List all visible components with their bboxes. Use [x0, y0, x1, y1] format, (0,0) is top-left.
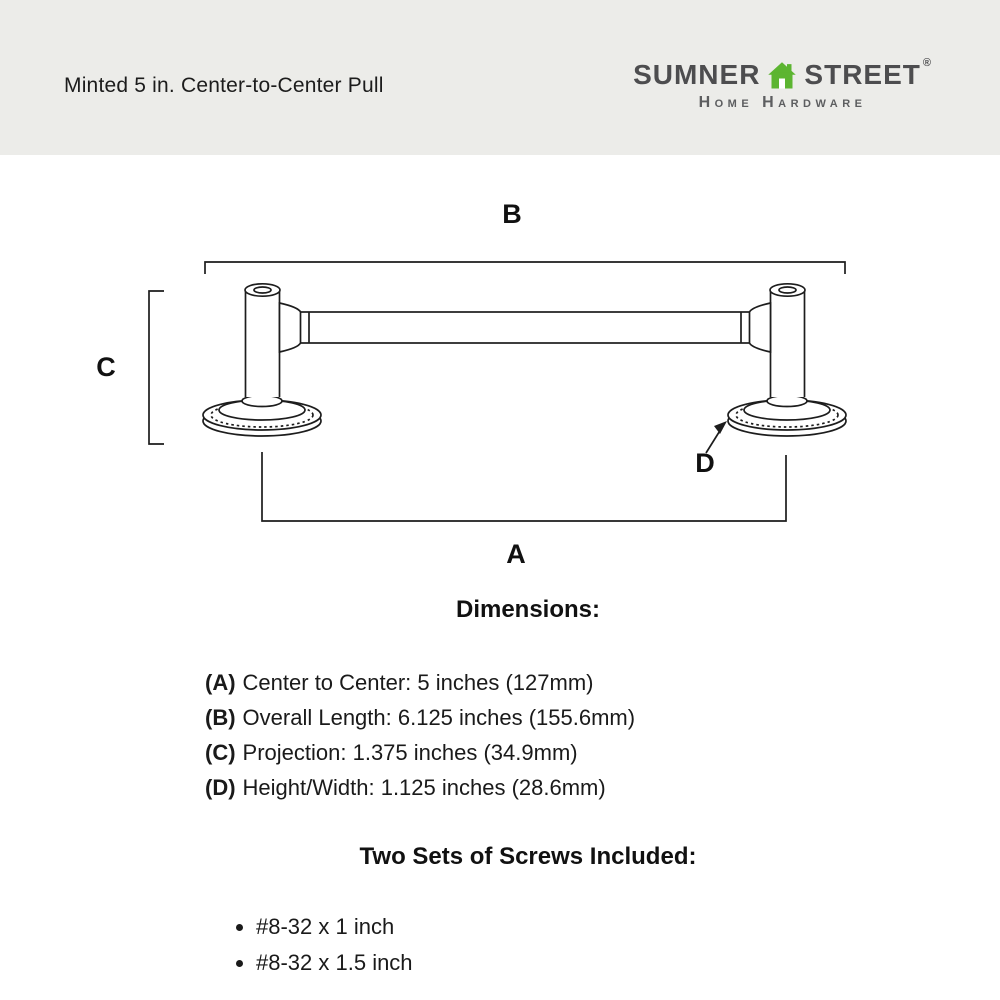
dimension-text-a: Center to Center: 5 inches (127mm): [242, 670, 594, 695]
header-bar: Minted 5 in. Center-to-Center Pull SUMNE…: [0, 0, 1000, 155]
brand-word-street: STREET: [804, 58, 921, 90]
screws-heading: Two Sets of Screws Included:: [359, 843, 697, 870]
dim-line-b: [204, 261, 846, 274]
dimension-key-b: (B): [205, 705, 236, 730]
dimension-key-a: (A): [205, 670, 236, 695]
brand-wordmark: SUMNER STREET ®: [633, 56, 932, 91]
brand-tagline: Home Hardware: [698, 93, 867, 111]
brand-word-sumner: SUMNER: [633, 58, 761, 90]
dimension-diagram: B C A D: [0, 160, 1000, 590]
pull-drawing: B C A D: [96, 199, 847, 569]
dim-arrow-d: [714, 421, 727, 434]
dimension-text-d: Height/Width: 1.125 inches (28.6mm): [242, 775, 606, 800]
right-base: [727, 394, 847, 437]
label-c: C: [96, 352, 116, 382]
label-b: B: [502, 199, 522, 229]
brand-logo: SUMNER STREET ® Home Hardware: [633, 56, 932, 112]
dimension-item-c: (C)Projection: 1.375 inches (34.9mm): [205, 735, 635, 770]
dim-line-c: [148, 290, 164, 445]
label-d: D: [695, 448, 715, 478]
dim-leader-d: [705, 428, 722, 454]
left-post: [244, 290, 281, 397]
right-post: [769, 290, 806, 397]
dim-line-a: [261, 452, 787, 522]
dimension-item-b: (B)Overall Length: 6.125 inches (155.6mm…: [205, 700, 635, 735]
screw-item-1: #8-32 x 1 inch: [256, 909, 413, 945]
screw-item-2: #8-32 x 1.5 inch: [256, 945, 413, 981]
house-icon: [767, 61, 797, 91]
left-post-top: [244, 282, 281, 298]
dimensions-heading: Dimensions:: [455, 596, 601, 623]
center-bar: [299, 311, 751, 344]
left-collar: [278, 301, 302, 354]
screws-list: #8-32 x 1 inch #8-32 x 1.5 inch: [212, 909, 413, 981]
dimension-key-d: (D): [205, 775, 236, 800]
dimension-item-d: (D)Height/Width: 1.125 inches (28.6mm): [205, 770, 635, 805]
pull-handle: [202, 282, 847, 437]
registered-mark: ®: [922, 56, 932, 69]
right-collar: [748, 301, 772, 354]
dimensions-list: (A)Center to Center: 5 inches (127mm) (B…: [205, 665, 635, 805]
label-a: A: [506, 539, 526, 569]
dimension-lines: [148, 261, 846, 522]
right-post-top: [769, 282, 806, 298]
dimension-text-c: Projection: 1.375 inches (34.9mm): [242, 740, 578, 765]
left-base: [202, 394, 322, 437]
dimension-text-b: Overall Length: 6.125 inches (155.6mm): [242, 705, 636, 730]
product-title: Minted 5 in. Center-to-Center Pull: [64, 73, 384, 97]
dimension-item-a: (A)Center to Center: 5 inches (127mm): [205, 665, 635, 700]
dimension-key-c: (C): [205, 740, 236, 765]
